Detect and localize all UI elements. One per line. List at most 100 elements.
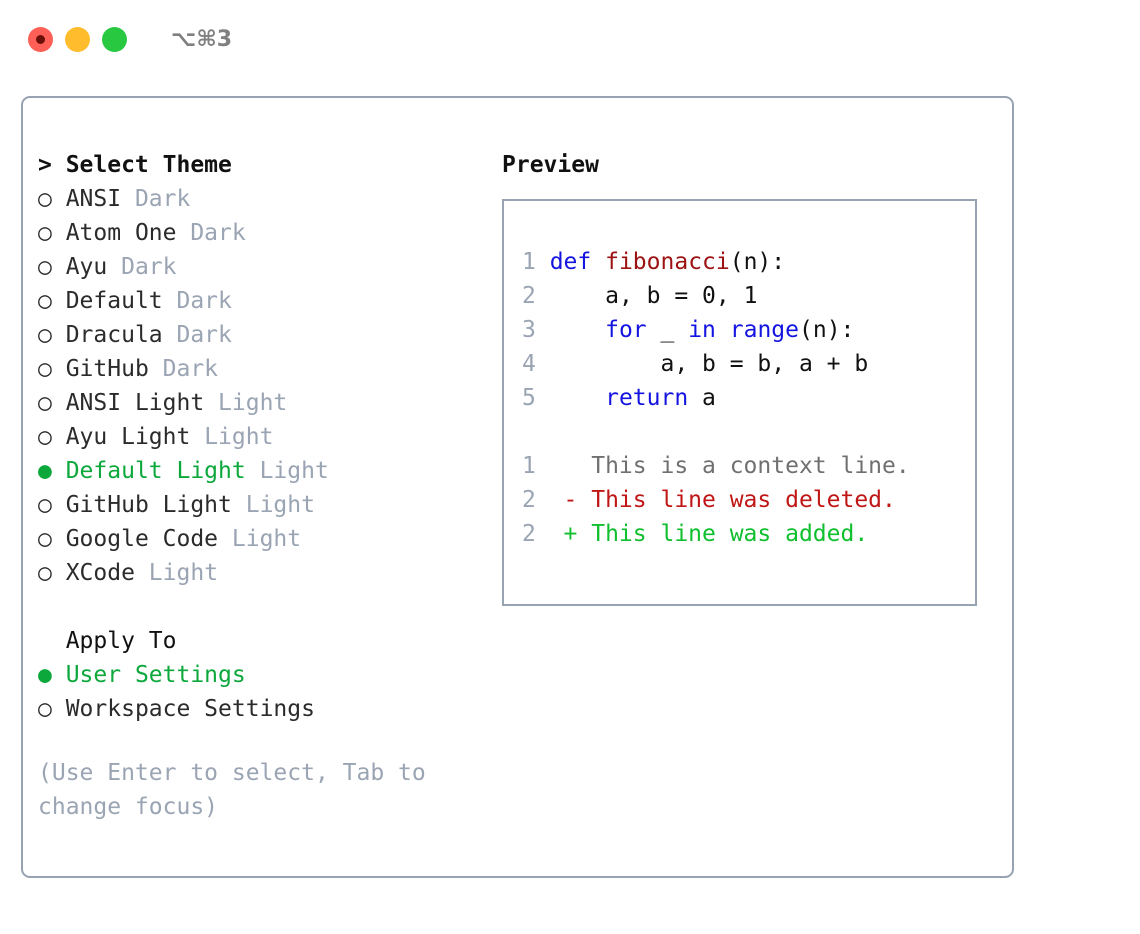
theme-option[interactable]: ○ ANSI Dark [38, 182, 488, 216]
code-token [716, 317, 730, 343]
radio-unselected-icon: ○ [38, 560, 52, 586]
select-theme-header: > Select Theme [38, 152, 232, 178]
gutter-space [536, 385, 550, 411]
code-line: 2 a, b = 0, 1 [522, 279, 975, 313]
title-bar: ⌥⌘3 [0, 0, 1140, 78]
theme-option-variant: Light [190, 424, 274, 450]
apply-to-list[interactable]: ● User Settings○ Workspace Settings [38, 658, 488, 726]
line-number: 5 [522, 385, 536, 411]
code-token: range [729, 317, 799, 343]
apply-to-option[interactable]: ● User Settings [38, 658, 488, 692]
diff-text: This is a context line. [591, 453, 910, 479]
theme-option-name: Atom One [51, 220, 177, 246]
theme-option-variant: Dark [176, 220, 246, 246]
line-number: 2 [522, 487, 536, 513]
theme-option[interactable]: ● Default Light Light [38, 454, 488, 488]
radio-unselected-icon: ○ [38, 288, 52, 314]
diff-text: This line was deleted. [591, 487, 896, 513]
code-token: _ [646, 317, 689, 343]
diff-text: This line was added. [591, 521, 869, 547]
radio-unselected-icon: ○ [38, 356, 52, 382]
code-token: in [688, 317, 716, 343]
theme-option[interactable]: ○ XCode Light [38, 556, 488, 590]
theme-option-name: ANSI Light [51, 390, 205, 416]
line-number: 1 [522, 453, 536, 479]
spacer [38, 590, 488, 624]
radio-unselected-icon: ○ [38, 424, 52, 450]
code-token [550, 317, 605, 343]
diff-marker: - [535, 487, 592, 513]
code-token: (n): [729, 249, 786, 275]
gutter-space [536, 317, 550, 343]
theme-option-name: Google Code [51, 526, 219, 552]
radio-unselected-icon: ○ [38, 696, 52, 722]
theme-option-name: Default Light [51, 458, 246, 484]
code-token: return [605, 385, 689, 411]
apply-to-option-label: Workspace Settings [51, 696, 315, 722]
theme-option[interactable]: ○ Default Dark [38, 284, 488, 318]
theme-option[interactable]: ○ Ayu Light Light [38, 420, 488, 454]
theme-selector-column: > Select Theme ○ ANSI Dark○ Atom One Dar… [38, 148, 488, 824]
theme-option-variant: Dark [121, 186, 191, 212]
theme-option-variant: Light [204, 390, 288, 416]
theme-option[interactable]: ○ Atom One Dark [38, 216, 488, 250]
theme-option-variant: Light [218, 526, 302, 552]
code-token: fibonacci [605, 249, 730, 275]
radio-unselected-icon: ○ [38, 526, 52, 552]
code-token: for [605, 317, 647, 343]
radio-unselected-icon: ○ [38, 254, 52, 280]
theme-option[interactable]: ○ GitHub Light Light [38, 488, 488, 522]
theme-option-variant: Dark [107, 254, 177, 280]
theme-option[interactable]: ○ GitHub Dark [38, 352, 488, 386]
line-number: 3 [522, 317, 536, 343]
radio-selected-icon: ● [38, 458, 52, 484]
theme-option-variant: Light [134, 560, 219, 586]
theme-option[interactable]: ○ Google Code Light [38, 522, 488, 556]
theme-option-name: Dracula [51, 322, 163, 348]
theme-option-name: GitHub [51, 356, 149, 382]
diff-marker: + [535, 521, 592, 547]
spacer [522, 415, 975, 449]
code-line: 3 for _ in range(n): [522, 313, 975, 347]
apply-to-header: Apply To [38, 628, 177, 654]
gutter-space [536, 283, 550, 309]
theme-option-variant: Light [231, 492, 315, 518]
diff-line: 2 - This line was deleted. [522, 483, 975, 517]
code-line: 1 def fibonacci(n): [522, 245, 975, 279]
theme-option[interactable]: ○ Dracula Dark [38, 318, 488, 352]
code-token: a, b = b, a + b [549, 351, 869, 377]
code-token: (n): [799, 317, 855, 343]
apply-to-option[interactable]: ○ Workspace Settings [38, 692, 488, 726]
line-number: 1 [522, 249, 536, 275]
preview-column: Preview 1 def fibonacci(n):2 a, b = 0, 1… [502, 148, 1002, 606]
theme-option-variant: Light [245, 458, 329, 484]
preview-header: Preview [502, 152, 599, 178]
main-panel: > Select Theme ○ ANSI Dark○ Atom One Dar… [21, 96, 1014, 878]
theme-option-name: GitHub Light [51, 492, 232, 518]
theme-option-variant: Dark [162, 322, 232, 348]
theme-option-variant: Dark [162, 288, 232, 314]
code-line: 4 a, b = b, a + b [522, 347, 975, 381]
code-token: a, b = 0, 1 [549, 283, 758, 309]
close-button[interactable] [28, 26, 53, 52]
theme-option[interactable]: ○ Ayu Dark [38, 250, 488, 284]
code-token [591, 249, 605, 275]
gutter-space [536, 249, 550, 275]
theme-option[interactable]: ○ ANSI Light Light [38, 386, 488, 420]
code-token: def [549, 249, 592, 275]
theme-option-name: ANSI [51, 186, 122, 212]
line-number: 2 [522, 283, 536, 309]
radio-selected-icon: ● [38, 662, 52, 688]
gutter-space [536, 351, 550, 377]
maximize-button[interactable] [102, 26, 127, 52]
theme-list[interactable]: ○ ANSI Dark○ Atom One Dark○ Ayu Dark○ De… [38, 182, 488, 590]
minimize-button[interactable] [65, 26, 90, 52]
apply-to-option-label: User Settings [51, 662, 246, 688]
theme-option-name: Ayu Light [51, 424, 191, 450]
line-number: 2 [522, 521, 536, 547]
radio-unselected-icon: ○ [38, 220, 52, 246]
line-number: 4 [522, 351, 536, 377]
theme-option-name: Default [51, 288, 163, 314]
